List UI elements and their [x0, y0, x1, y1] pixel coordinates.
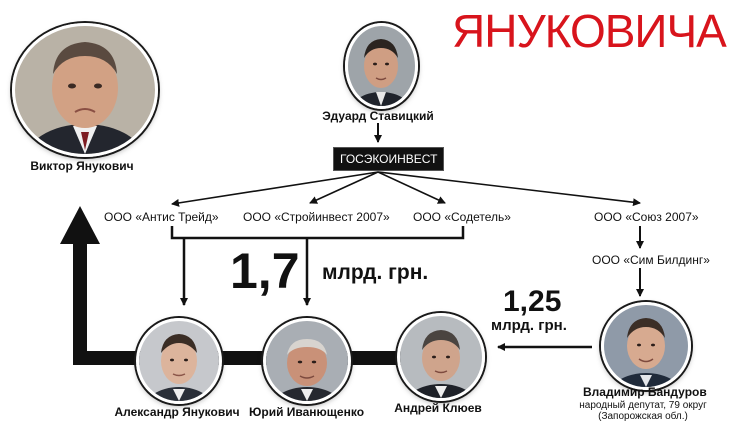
company-sim: ООО «Сим Билдинг» — [592, 253, 710, 267]
amount-side-unit: млрд. грн. — [491, 317, 567, 334]
name-viktor: Виктор Янукович — [30, 159, 134, 173]
bracket-companies — [170, 226, 465, 240]
name-stavitsky: Эдуард Ставицкий — [322, 109, 434, 123]
name-vladimir: Владимир Бандуров — [583, 385, 707, 399]
amount-main-unit: млрд. грн. — [322, 261, 429, 284]
arrow-holding-to-soyuz — [377, 171, 641, 207]
company-soyuz: ООО «Союз 2007» — [594, 210, 699, 224]
amount-main-value: 1,7 — [230, 243, 300, 299]
arrow-holding-to-stroy — [309, 171, 379, 204]
arrow-holding-to-sodetel — [377, 171, 446, 204]
company-stroy: ООО «Стройинвест 2007» — [243, 210, 390, 224]
caption-vladimir-region: (Запорожская обл.) — [598, 411, 688, 422]
portrait-vladimir — [601, 302, 691, 390]
portrait-stavitsky — [345, 23, 418, 109]
company-antis: ООО «Антис Трейд» — [104, 210, 219, 224]
holding-box: ГОСЭКОИНВЕСТ — [333, 147, 445, 171]
face-icon — [15, 26, 155, 154]
face-icon — [348, 26, 415, 106]
portrait-viktor — [12, 23, 158, 157]
headline: ЯНУКОВИЧА — [452, 5, 727, 57]
name-yuriy: Юрий Иванющенко — [249, 405, 365, 419]
arrow-holding-to-antis — [171, 171, 379, 207]
name-andrey: Андрей Клюев — [394, 401, 482, 415]
face-icon — [400, 316, 482, 398]
face-icon — [266, 321, 348, 401]
money-flow-arrowhead — [60, 206, 100, 244]
face-icon — [139, 321, 219, 401]
caption-vladimir-deputy: народный депутат, 79 округ — [579, 400, 707, 411]
portrait-yuriy — [263, 318, 351, 404]
amount-side-value: 1,25 — [503, 285, 562, 318]
portrait-oleksandr — [136, 318, 222, 404]
company-sodetel: ООО «Содетель» — [413, 210, 511, 224]
face-icon — [604, 305, 688, 387]
name-oleksandr: Александр Янукович — [114, 405, 240, 419]
portrait-andrey — [397, 313, 485, 401]
